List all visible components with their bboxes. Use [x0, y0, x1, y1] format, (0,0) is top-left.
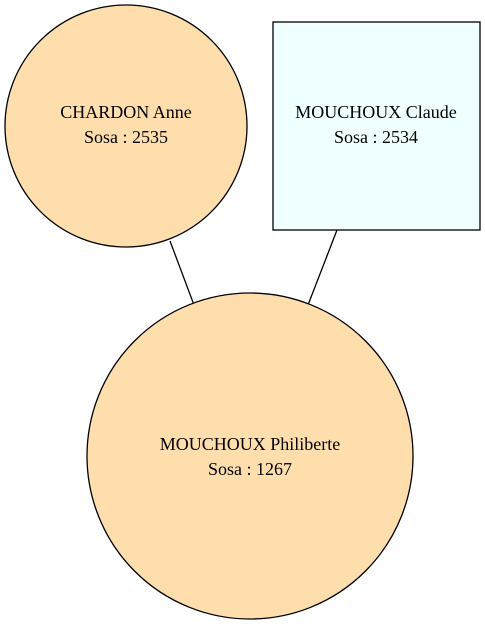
node-name: MOUCHOUX Philiberte: [160, 434, 341, 454]
node-name: CHARDON Anne: [60, 102, 192, 122]
node-sosa: Sosa : 1267: [208, 459, 292, 479]
node-name: MOUCHOUX Claude: [295, 102, 457, 122]
node-mouchoux-philiberte[interactable]: MOUCHOUX Philiberte Sosa : 1267: [86, 292, 414, 620]
node-chardon-anne[interactable]: CHARDON Anne Sosa : 2535: [4, 4, 248, 248]
node-box: [272, 21, 481, 231]
node-sosa: Sosa : 2534: [334, 127, 418, 147]
node-mouchoux-claude[interactable]: MOUCHOUX Claude Sosa : 2534: [272, 21, 481, 231]
node-sosa: Sosa : 2535: [84, 127, 168, 147]
node-circle: [86, 292, 414, 620]
node-circle: [4, 4, 248, 248]
edge-claude-philiberte: [307, 229, 338, 306]
edge-anne-philiberte: [169, 240, 195, 306]
